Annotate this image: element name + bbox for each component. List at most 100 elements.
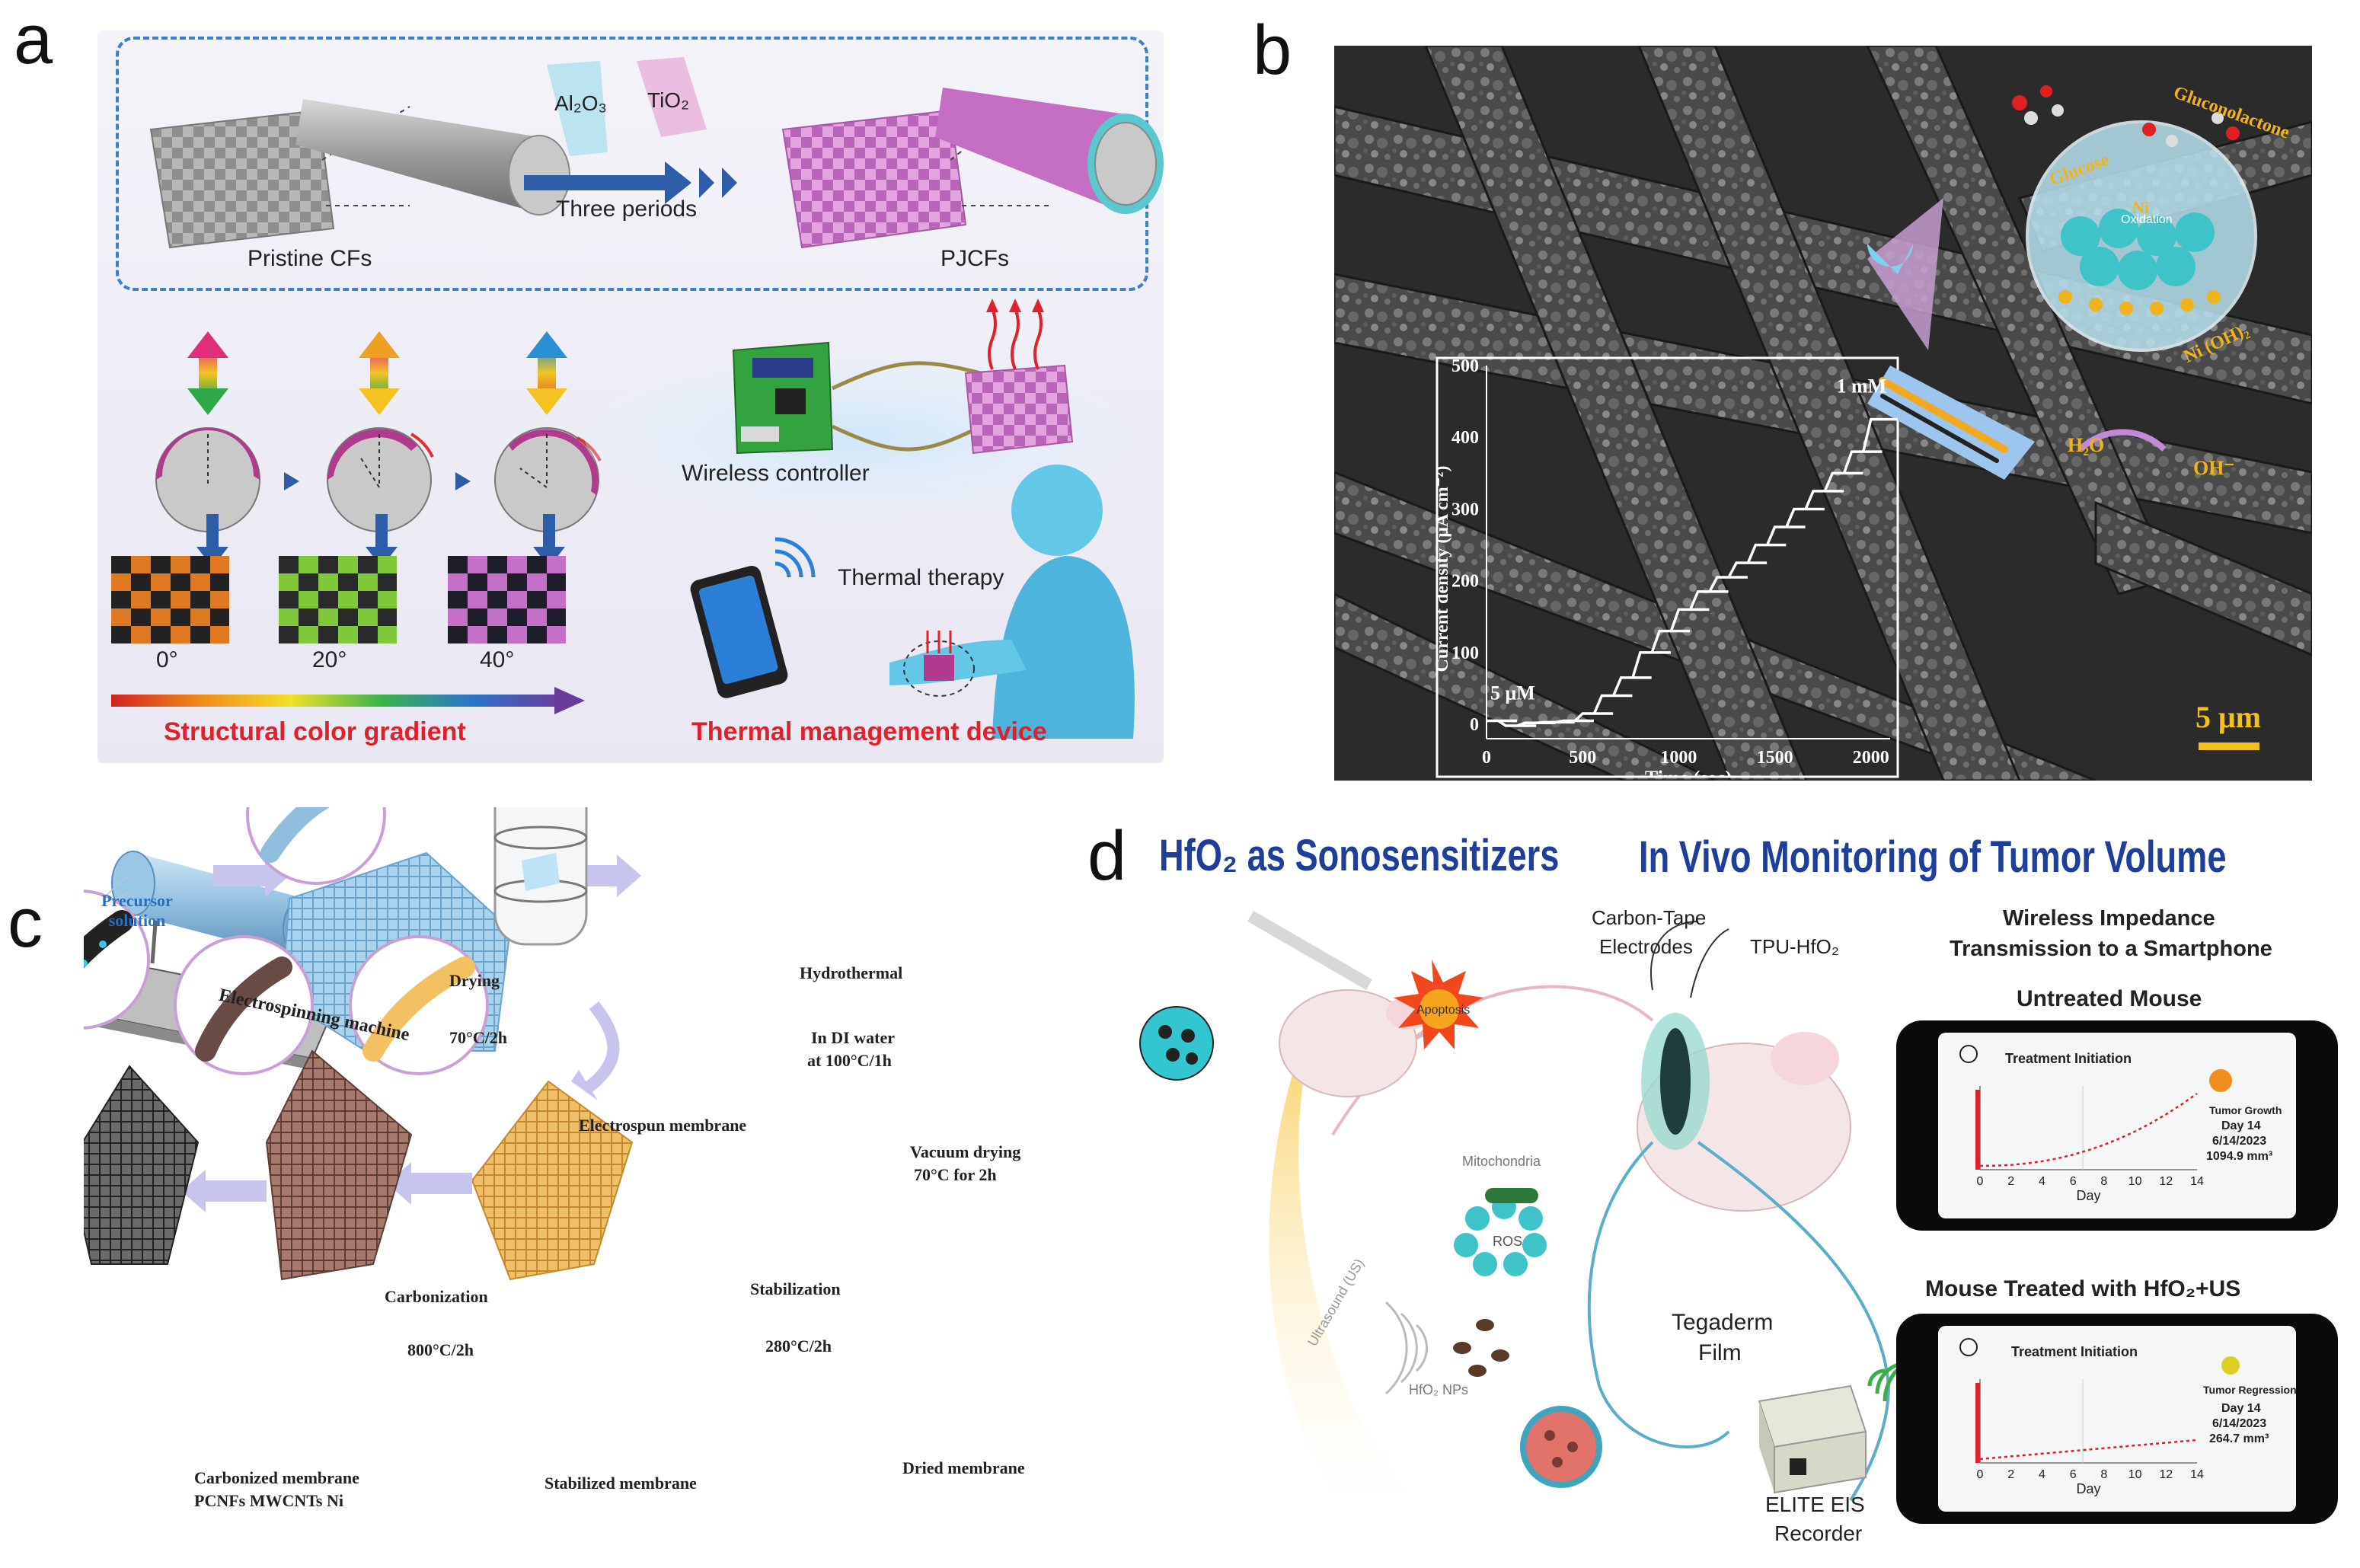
thermal-management-device-title: Thermal management device (691, 717, 1047, 746)
carbonization-temp-label: 800°C/2h (407, 1340, 474, 1359)
al2o3-label: Al₂O₃ (554, 91, 607, 115)
thermal-therapy-label: Thermal therapy (838, 565, 1004, 590)
apoptosis-label: Apoptosis (1416, 1004, 1471, 1017)
tpu-hfo2-label: TPU-HfO₂ (1750, 935, 1839, 958)
day14-label-2: Day 14 (2221, 1402, 2261, 1415)
angle-40-label: 40° (480, 647, 515, 672)
day14-label-1: Day 14 (2221, 1119, 2261, 1132)
phone-treated-screen: Treatment Initiation Tumor Regression Da… (1938, 1326, 2296, 1512)
angle-20-label: 20° (312, 647, 347, 672)
pjcfs-label: PJCFs (940, 246, 1009, 271)
y-axis-title: Current density (μA cm⁻²) (1437, 466, 1452, 672)
tumor-growth-label: Tumor Growth (2209, 1104, 2282, 1116)
dried-membrane-label: Dried membrane (902, 1458, 1025, 1477)
mini-day-tick: 0 (1977, 1175, 1984, 1188)
hfo2-sonosensitizers-title: HfO₂ as Sonosensitizers (1159, 831, 1560, 880)
wireless-impedance-label: Wireless Impedance (2003, 906, 2215, 931)
mini-day-tick: 12 (2159, 1175, 2173, 1188)
transmission-label: Transmission to a Smartphone (1950, 937, 2272, 961)
tegaderm-label-2: Film (1698, 1340, 1742, 1365)
mini-y-bar (1975, 1090, 1980, 1170)
tegaderm-label-1: Tegaderm (1672, 1310, 1774, 1335)
mini-day-tick: 14 (2190, 1175, 2204, 1188)
precursor-solution-label: Precursor solution (99, 891, 175, 931)
mini-day-tick: 6 (2070, 1468, 2077, 1481)
y-tick-label: 0 (1470, 715, 1479, 735)
user-icon (1959, 1338, 1978, 1356)
treated-mouse-label: Mouse Treated with HfO₂+US (1925, 1276, 2241, 1301)
wireless-controller-label: Wireless controller (682, 461, 870, 486)
user-icon (1959, 1045, 1978, 1063)
tumor-volume-series (1979, 1439, 2198, 1461)
mini-day-tick: 10 (2128, 1175, 2142, 1188)
panel-label-d: d (1087, 817, 1127, 895)
volume-label-2: 264.7 mm³ (2209, 1432, 2269, 1445)
phone-untreated-screen: Treatment Initiation Tumor Growth Day 14… (1938, 1033, 2296, 1218)
drying-temp-label: 70°C/2h (449, 1028, 508, 1047)
panel-a-art (111, 57, 1164, 739)
electrospun-membrane-label: Electrospun membrane (579, 1116, 747, 1135)
y-tick-label: 200 (1451, 572, 1479, 592)
angle-0-label: 0° (156, 647, 178, 672)
mini-day-tick: 4 (2039, 1175, 2045, 1188)
y-tick-label: 500 (1451, 358, 1479, 376)
annotation-1mm: 1 mM (1837, 375, 1887, 398)
carbonized-composition-label: PCNFs MWCNTs Ni (194, 1491, 343, 1510)
panel-c-art (84, 807, 641, 1281)
mini-day-tick: 2 (2007, 1468, 2014, 1481)
mini-day-axis-title: Day (2076, 1481, 2100, 1496)
scale-bar-label: 5 μm (2196, 700, 2261, 734)
mini-day-tick: 2 (2007, 1175, 2014, 1188)
carbon-tape-label-2: Electrodes (1599, 935, 1693, 958)
h2o-label: H₂O (2068, 434, 2105, 456)
tumor-volume-series (1979, 1092, 2198, 1167)
date-label-1: 6/14/2023 (2212, 1135, 2267, 1148)
y-tick-label: 100 (1451, 643, 1479, 663)
x-tick-label: 500 (1569, 748, 1596, 768)
tumor-growth-icon (2209, 1069, 2232, 1092)
vacuum-temp-label: 70°C for 2h (914, 1165, 997, 1184)
annotation-5um: 5 μM (1490, 682, 1535, 704)
hydro-cond1-label: In DI water (811, 1028, 895, 1047)
three-periods-label: Three periods (556, 196, 698, 222)
mini-day-tick: 14 (2190, 1468, 2204, 1481)
mini-day-tick: 6 (2070, 1175, 2077, 1188)
hfo2-nps-label: HfO₂ NPs (1409, 1382, 1468, 1397)
mini-day-tick: 8 (2100, 1175, 2107, 1188)
stabilized-membrane-label: Stabilized membrane (544, 1474, 697, 1493)
panel-b-sem-image (1334, 46, 2312, 781)
precursor-solution-text: Precursor solution (101, 891, 173, 930)
volume-label-1: 1094.9 mm³ (2206, 1150, 2273, 1163)
ros-label: ROS (1493, 1234, 1523, 1249)
pristine-cfs-label: Pristine CFs (247, 246, 372, 271)
hydrothermal-label: Hydrothermal (800, 963, 903, 982)
panel-label-a: a (14, 1, 53, 78)
ni-label: Ni (2132, 198, 2149, 217)
mini-day-tick: 12 (2159, 1468, 2173, 1481)
mitochondria-label: Mitochondria (1462, 1154, 1541, 1169)
mini-day-axis-title: Day (2076, 1188, 2100, 1203)
x-axis-title: Time (sec) (1645, 767, 1732, 777)
carbonization-label: Carbonization (385, 1287, 488, 1306)
oh-label: OH⁻ (2193, 457, 2235, 479)
mini-day-tick: 8 (2100, 1468, 2107, 1481)
carbon-tape-label-1: Carbon-Tape (1592, 906, 1707, 929)
treatment-initiation-label-1: Treatment Initiation (2005, 1051, 2132, 1066)
date-label-2: 6/14/2023 (2212, 1417, 2267, 1430)
x-tick-label: 2000 (1853, 748, 1889, 768)
x-tick-label: 1500 (1757, 748, 1793, 768)
hydro-cond2-label: at 100°C/1h (807, 1051, 892, 1070)
mini-day-tick: 4 (2039, 1468, 2045, 1481)
y-tick-label: 300 (1451, 500, 1479, 519)
current-density-series (1487, 417, 1898, 727)
x-tick-label: 1000 (1660, 748, 1697, 768)
oxidation-label: Oxidation (2121, 213, 2173, 226)
untreated-mouse-label: Untreated Mouse (2017, 986, 2202, 1011)
y-tick-label: 400 (1451, 428, 1479, 448)
structural-color-gradient-title: Structural color gradient (164, 717, 466, 746)
vacuum-drying-label: Vacuum drying (910, 1142, 1021, 1161)
treatment-initiation-label-2: Treatment Initiation (2011, 1344, 2138, 1359)
